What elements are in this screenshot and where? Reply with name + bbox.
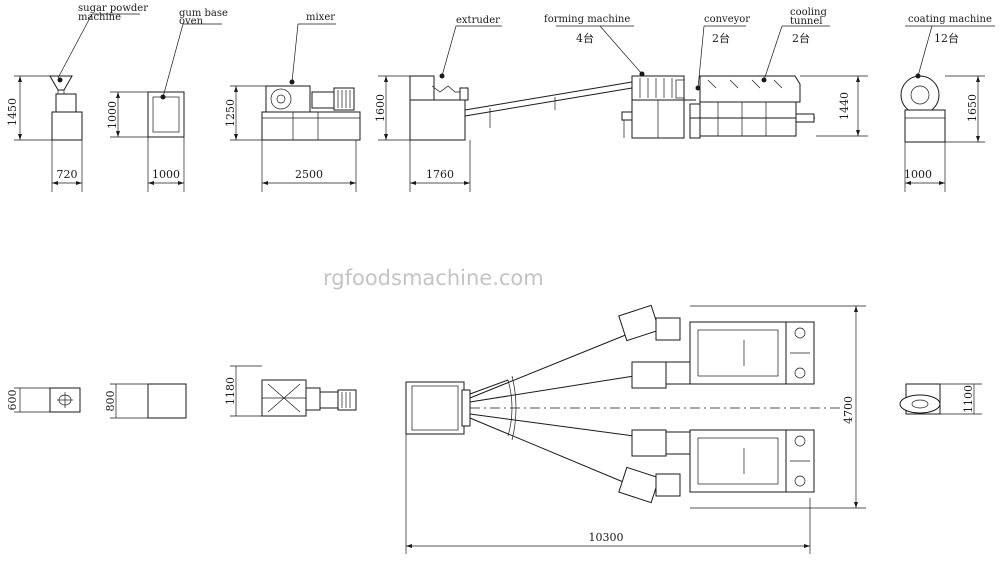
sugar-powder-machine-plan	[14, 387, 81, 413]
label-sugar-powder: sugar powder	[78, 3, 148, 14]
label-gum-base: gum base	[179, 8, 228, 19]
label-sugar-powder-machine: machine	[78, 12, 121, 23]
dim-coating-height-value: 1650	[966, 94, 979, 122]
dim-oven-height	[110, 91, 148, 138]
dim-plan-total-height-value: 4700	[842, 396, 855, 424]
watermark-text: rgfoodsmachine.com	[323, 266, 544, 290]
dim-sugar-width-value: 720	[57, 168, 78, 181]
coating-machine-plan	[899, 383, 982, 415]
dim-extruder-height-value: 1600	[374, 94, 387, 122]
label-forming-machine: forming machine	[544, 14, 630, 25]
extruder-plan	[405, 381, 471, 435]
label-extruder: extruder	[456, 15, 500, 26]
inclined-feed-conveyor	[464, 81, 633, 128]
extruder-elevation	[409, 25, 502, 141]
dim-sugar-height	[14, 75, 52, 141]
dim-extruder-height	[378, 75, 410, 141]
dim-mixer-height-value: 1250	[224, 99, 237, 127]
dim-plan-total-height	[690, 305, 866, 509]
forming-machine-elevation	[556, 25, 685, 139]
dim-mixer-height	[230, 85, 266, 141]
dim-plan-sugar-value: 600	[6, 390, 19, 411]
dim-tunnel-height-value: 1440	[838, 92, 851, 120]
qty-coating: 12台	[934, 31, 959, 45]
dim-plan-oven-value: 800	[104, 391, 117, 412]
mixer-plan	[230, 365, 357, 417]
dim-coating-width	[904, 142, 946, 192]
dim-plan-total-width	[405, 434, 811, 554]
dim-extruder-width	[409, 140, 471, 192]
dim-sugar-height-value: 1450	[6, 98, 19, 126]
label-mixer: mixer	[306, 12, 335, 23]
qty-conveyor: 2台	[712, 31, 730, 45]
label-conveyor: conveyor	[704, 14, 750, 25]
mixer-elevation	[261, 23, 361, 141]
cooling-tunnels-plan	[689, 321, 815, 493]
qty-forming: 4台	[576, 31, 594, 45]
forming-machines-plan	[618, 304, 691, 504]
dim-oven-height-value: 1000	[106, 101, 119, 129]
dim-mixer-width	[261, 140, 357, 192]
dim-oven-width-value: 1000	[152, 168, 180, 181]
gum-base-oven-plan	[110, 383, 187, 419]
gum-base-oven-elevation	[147, 23, 222, 138]
dim-plan-mixer-value: 1180	[224, 377, 237, 405]
label-coating-machine: coating machine	[908, 14, 992, 25]
sugar-powder-machine-elevation	[49, 13, 140, 141]
dim-extruder-width-value: 1760	[426, 168, 454, 181]
coating-machine-elevation	[900, 25, 995, 143]
dim-coating-height	[945, 75, 985, 143]
qty-cooling: 2台	[792, 31, 810, 45]
cooling-tunnel-elevation	[690, 25, 830, 137]
label-cooling: cooling	[790, 7, 827, 18]
label-cooling-tunnel: tunnel	[790, 16, 822, 27]
dim-tunnel-height	[800, 75, 868, 137]
label-gum-base-oven: oven	[179, 16, 204, 27]
dim-plan-total-width-value: 10300	[589, 531, 624, 544]
dim-coating-width-value: 1000	[904, 168, 932, 181]
dim-sugar-width	[51, 140, 83, 192]
dim-mixer-width-value: 2500	[295, 168, 323, 181]
dim-plan-coating-value: 1100	[962, 385, 975, 413]
dim-oven-width	[147, 137, 185, 192]
feed-lines-plan	[469, 333, 635, 485]
